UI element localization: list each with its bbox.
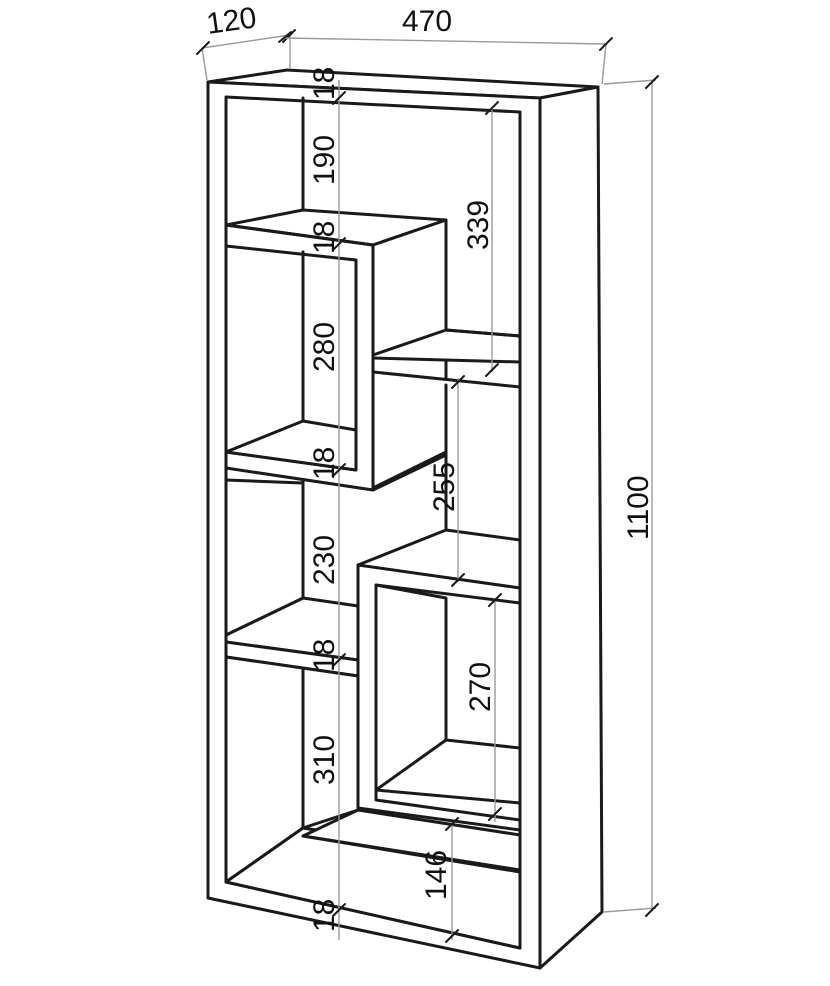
overall-dimension-lines [196, 29, 659, 917]
shelf-thickness-label-5: 18 [308, 899, 341, 932]
left-column-shelves [224, 478, 360, 678]
shelf-thickness-label-1: 18 [308, 67, 341, 100]
shelf-thickness-label-3: 18 [308, 447, 341, 480]
bottom-right-rail [301, 808, 522, 874]
right-dimension-lines [445, 101, 502, 943]
shelf-thickness-label-4: 18 [308, 639, 341, 672]
cabinet-side-panel [538, 85, 604, 970]
height-label: 1100 [622, 475, 655, 540]
depth-label: 120 [204, 1, 258, 41]
left-compartment-4-label: 310 [308, 735, 341, 785]
bottom-left-cell [224, 655, 360, 884]
right-compartment-3-label: 270 [464, 662, 497, 712]
thickness-markers [332, 80, 346, 940]
left-compartment-3-label: 230 [308, 535, 341, 585]
right-compartment-2-label: 255 [428, 462, 461, 512]
cube-upper-bottom-right [371, 328, 522, 364]
left-compartment-2-label: 280 [308, 322, 341, 372]
shelf-3-compartment [224, 478, 305, 637]
shelf-2-inner [224, 419, 358, 472]
width-label: 470 [402, 5, 452, 38]
shelf-thickness-label-2: 18 [308, 221, 341, 254]
right-compartment-4-label: 146 [420, 850, 453, 900]
dimension-labels: 120 470 1100 190 280 230 310 339 255 270… [204, 1, 655, 932]
left-compartment-1-label: 190 [308, 135, 341, 185]
bottom-compartment [224, 655, 522, 950]
right-column-shelves [371, 370, 522, 542]
right-compartment-1-label: 339 [462, 200, 495, 250]
